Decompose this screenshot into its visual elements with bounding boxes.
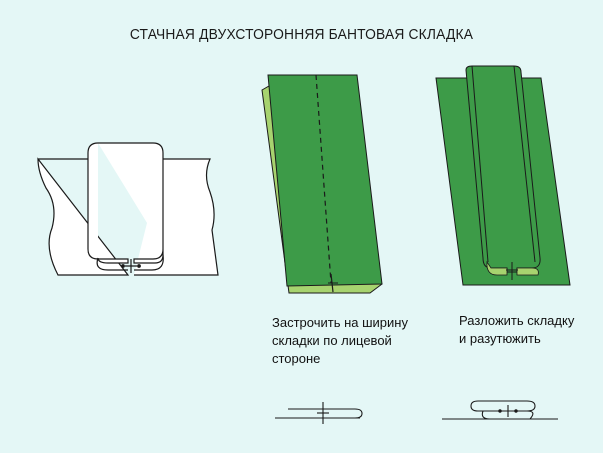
fabric-front-layer [267,74,383,287]
caption-step2-line1: Разложить складку [459,313,575,328]
caption-step2-line2: и разутюжить [459,331,541,346]
diagram-title: СТАЧНАЯ ДВУХСТОРОННЯЯ БАНТОВАЯ СКЛАДКА [129,26,474,43]
cross-section-step1 [275,402,363,424]
pleat-edge-right [513,65,536,263]
pleat-underlay [96,254,164,271]
seam-stitch [125,259,137,273]
pleat-box [87,142,164,264]
caption-step1: Застрочить на ширину складки по лицевой … [272,314,408,368]
caption-step1-line3: стороне [272,351,321,366]
caption-step2: Разложить складку и разутюжить [459,312,574,348]
finished-pleat-figure [37,142,219,276]
seam-dot-right [137,264,141,268]
seam-dot-left [121,264,125,268]
stitch-mark [502,405,514,417]
pleat-stitch-mark [506,262,518,280]
pleat-edge-left [471,65,489,263]
caption-step1-line2: складки по лицевой [272,333,392,348]
pressed-pleat-figure [435,65,571,286]
fold-top-layer [288,408,363,419]
pleat-opened-top [470,400,536,412]
fabric-panel-outline [37,157,219,276]
dashed-stitch-line [315,74,332,284]
cross-section-step2 [442,400,558,420]
stitched-fold-figure [261,74,383,294]
caption-step1-line1: Застрочить на ширину [272,315,408,330]
